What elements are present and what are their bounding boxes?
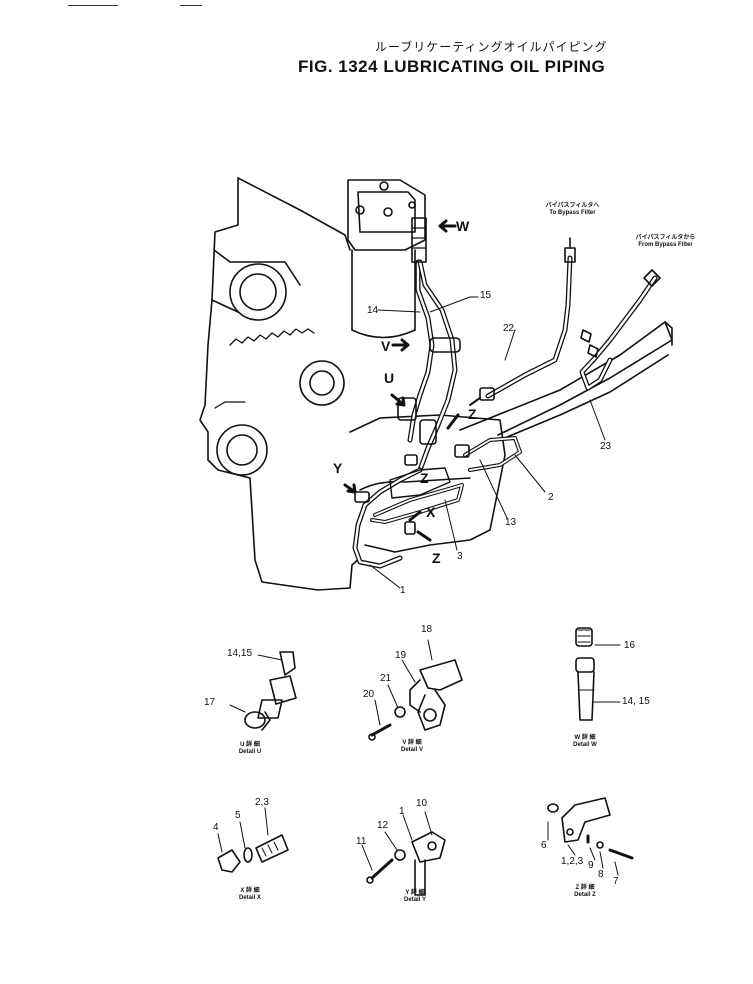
marker-x: X xyxy=(426,504,436,520)
detail-v-label-18: 18 xyxy=(421,624,433,635)
top-rule-left xyxy=(68,5,118,6)
note-to-bypass-filter: バイパスフィルタへ To Bypass Filter xyxy=(545,203,600,216)
callout-14: 14 xyxy=(367,305,379,316)
detail-x-label-5: 5 xyxy=(235,810,241,821)
detail-y-label-1: 1 xyxy=(399,806,405,817)
detail-x-drawing xyxy=(217,807,289,873)
detail-w-label-14-15: 14, 15 xyxy=(622,696,650,707)
detail-z-label-7: 7 xyxy=(613,876,619,887)
callout-23: 23 xyxy=(600,441,612,452)
title-japanese: ルーブリケーティングオイルパイピング xyxy=(375,40,608,54)
detail-u-label-14-15: 14,15 xyxy=(227,648,253,659)
callout-3: 3 xyxy=(457,551,463,562)
detail-y-label-11: 11 xyxy=(356,836,367,847)
detail-v-drawing xyxy=(368,639,463,741)
callout-13: 13 xyxy=(505,517,517,528)
engine-block-outline xyxy=(199,177,361,591)
detail-y-label-12: 12 xyxy=(377,820,389,831)
detail-z-label-9: 9 xyxy=(588,860,594,871)
detail-u-drawing xyxy=(229,651,297,731)
detail-z-drawing xyxy=(547,797,634,876)
pipe-2 xyxy=(463,436,522,472)
figure-title: FIG. 1324 LUBRICATING OIL PIPING xyxy=(298,57,606,76)
hose-15 xyxy=(417,259,458,473)
pipe-22 xyxy=(485,255,573,399)
detail-w-label-16: 16 xyxy=(624,640,636,651)
detail-v-label-19: 19 xyxy=(395,650,407,661)
marker-v: V xyxy=(381,338,391,354)
marker-w: W xyxy=(456,218,470,234)
marker-u: U xyxy=(384,370,395,386)
detail-y-label-10: 10 xyxy=(416,798,428,809)
detail-v-label-21: 21 xyxy=(380,673,392,684)
top-rule-right xyxy=(180,5,202,6)
detail-z-label-1-2-3: 1,2,3 xyxy=(561,856,584,867)
detail-x-label-4: 4 xyxy=(213,822,219,833)
marker-z-low: Z xyxy=(432,550,441,566)
detail-w-drawing xyxy=(575,627,621,721)
detail-u-label-17: 17 xyxy=(204,697,216,708)
detail-v-label-20: 20 xyxy=(363,689,375,700)
callout-22: 22 xyxy=(503,323,515,334)
marker-y: Y xyxy=(333,460,343,476)
marker-z-upper: Z xyxy=(468,406,477,422)
detail-z-label-8: 8 xyxy=(598,869,604,880)
callout-15: 15 xyxy=(480,290,492,301)
detail-y-drawing xyxy=(361,811,446,896)
callout-1: 1 xyxy=(400,585,406,596)
detail-x-label-2-3: 2,3 xyxy=(255,797,269,808)
detail-z-label-6: 6 xyxy=(541,840,547,851)
marker-z-mid: Z xyxy=(420,470,429,486)
callout-2: 2 xyxy=(548,492,554,503)
note-from-bypass-filter: バイパスフィルタから From Bypass Filter xyxy=(635,235,696,248)
